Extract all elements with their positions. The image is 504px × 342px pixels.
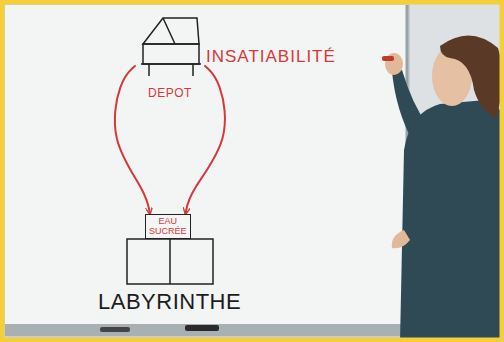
marker <box>185 325 219 331</box>
labyrinth-box <box>127 239 213 284</box>
labyrinth-node: LABYRINTHE <box>98 238 241 315</box>
node-label: EAU SUCRÉE <box>149 217 187 236</box>
title-label: LABYRINTHE <box>98 289 241 315</box>
house-drawing <box>135 14 205 80</box>
house-body <box>143 44 199 64</box>
house-node: DEPOT <box>135 14 205 100</box>
marker-tray <box>5 324 415 336</box>
presenter <box>382 35 504 342</box>
house-legs <box>141 64 201 76</box>
node-label: DEPOT <box>135 86 205 100</box>
hand <box>392 230 410 248</box>
red-arrow <box>115 66 150 214</box>
labyrinth-drawing <box>126 238 214 286</box>
hair <box>440 35 503 118</box>
whiteboard <box>5 5 407 325</box>
note-label: INSATIABILITÉ <box>206 47 336 67</box>
roof <box>143 18 199 44</box>
marker <box>382 56 394 61</box>
marker <box>100 327 130 332</box>
sugar-water-box: EAU SUCRÉE <box>145 214 191 239</box>
labyrinth-divider <box>169 239 171 284</box>
raised-arm <box>392 70 428 140</box>
